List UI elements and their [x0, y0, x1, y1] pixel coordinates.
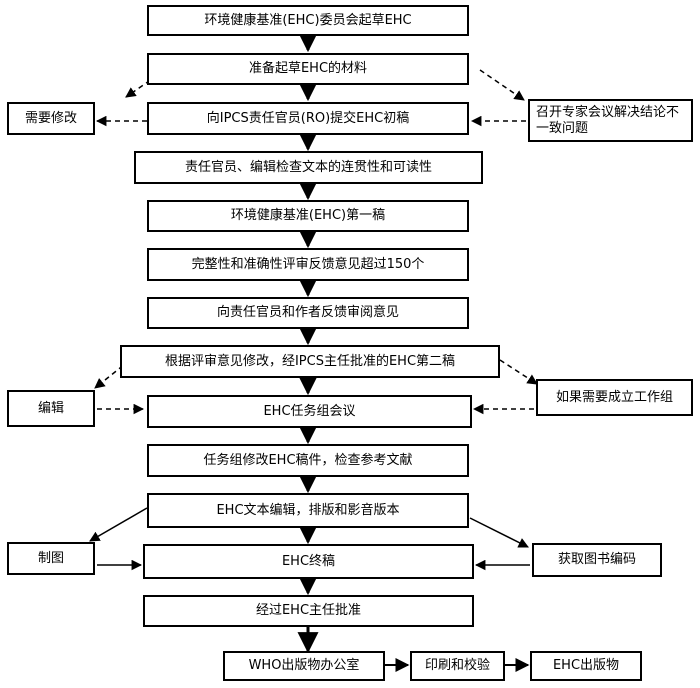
step-director-approval: 经过EHC主任批准 — [143, 595, 474, 627]
step-check-coherence: 责任官员、编辑检查文本的连贯性和可读性 — [134, 151, 483, 184]
step-first-draft: 环境健康基准(EHC)第一稿 — [147, 200, 469, 232]
book-number-box: 获取图书编码 — [532, 543, 662, 577]
step-revise-check-references: 任务组修改EHC稿件，检查参考文献 — [147, 444, 469, 477]
drawing-box: 制图 — [7, 542, 95, 575]
expert-meeting-box: 召开专家会议解决结论不一致问题 — [528, 99, 693, 142]
dashed-arrow — [499, 359, 538, 385]
step-final-draft: EHC终稿 — [143, 544, 474, 579]
step-feedback-to-authors: 向责任官员和作者反馈审阅意见 — [147, 297, 469, 329]
ehc-publication: EHC出版物 — [530, 651, 642, 681]
step-review-feedback: 完整性和准确性评审反馈意见超过150个 — [147, 248, 469, 281]
step-task-group-meeting: EHC任务组会议 — [147, 395, 472, 428]
working-group-box: 如果需要成立工作组 — [536, 379, 693, 416]
step-text-editing: EHC文本编辑，排版和影音版本 — [147, 493, 469, 528]
editing-box: 编辑 — [7, 390, 95, 427]
dashed-arrow — [125, 69, 166, 98]
who-publications-office: WHO出版物办公室 — [223, 651, 385, 681]
dashed-arrow — [94, 359, 131, 389]
side-arrow — [89, 507, 148, 542]
printing-and-proofing: 印刷和校验 — [410, 651, 505, 681]
needs-revision-box: 需要修改 — [7, 102, 95, 135]
side-arrow — [469, 517, 529, 548]
step-submit-first-draft: 向IPCS责任官员(RO)提交EHC初稿 — [147, 102, 469, 135]
step-committee-drafts-ehc: 环境健康基准(EHC)委员会起草EHC — [147, 5, 469, 36]
dashed-arrow — [479, 69, 525, 101]
step-prepare-materials: 准备起草EHC的材料 — [147, 53, 469, 85]
step-second-draft: 根据评审意见修改，经IPCS主任批准的EHC第二稿 — [120, 345, 500, 378]
